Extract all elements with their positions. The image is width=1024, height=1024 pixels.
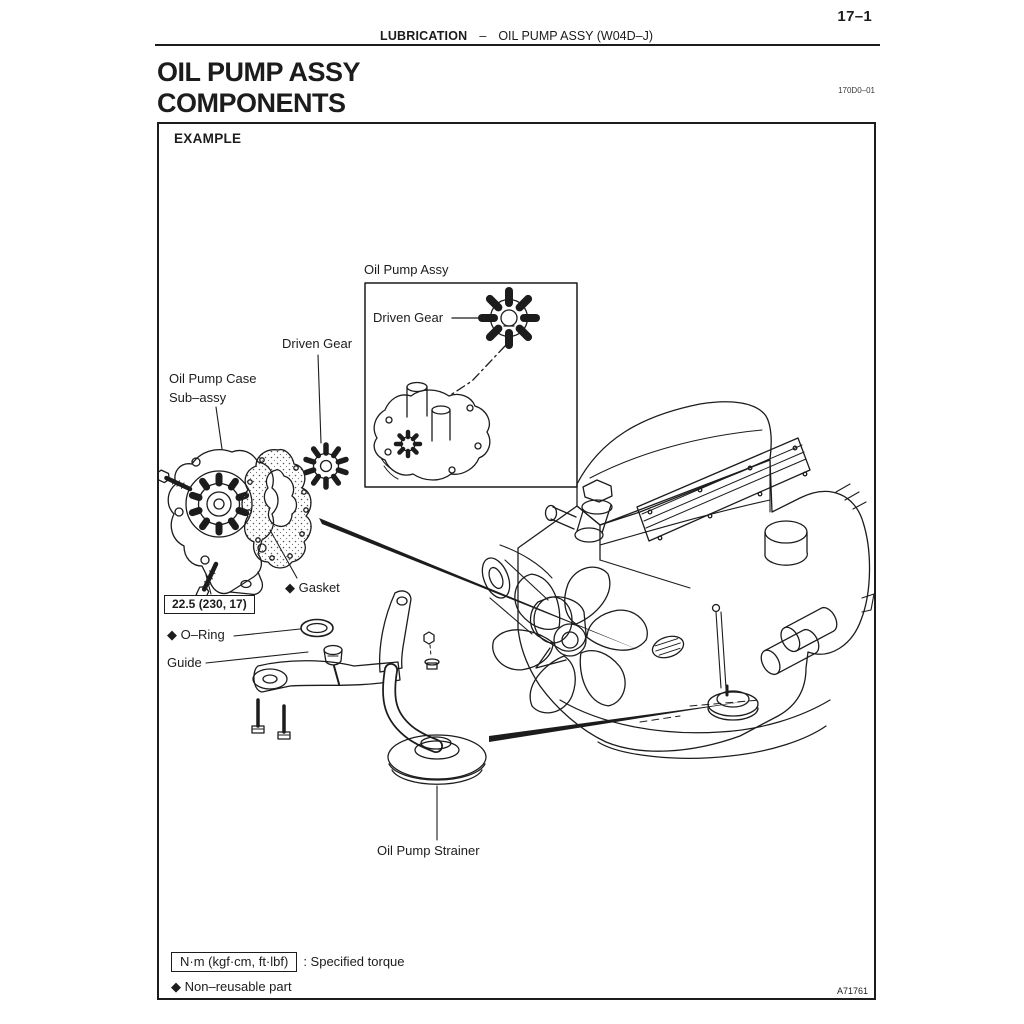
doc-code: 170D0–01 bbox=[838, 86, 875, 95]
strainer-drawing bbox=[251, 590, 487, 785]
section-title: COMPONENTS bbox=[157, 88, 346, 118]
strainer-label: Oil Pump Strainer bbox=[377, 843, 480, 858]
gasket-drawing bbox=[241, 448, 312, 569]
mount-pad-drawing bbox=[707, 684, 759, 721]
header-section: LUBRICATION bbox=[379, 29, 468, 43]
torque-caption: : Specified torque bbox=[303, 954, 405, 969]
driven-gear-drawing bbox=[306, 442, 346, 487]
inset-title-label: Oil Pump Assy bbox=[364, 262, 449, 277]
figure-frame bbox=[157, 122, 876, 1000]
example-label: EXAMPLE bbox=[174, 131, 242, 146]
page-title: OIL PUMP ASSY bbox=[157, 57, 361, 87]
manifold-drawing bbox=[636, 437, 811, 542]
running-header: LUBRICATION–OIL PUMP ASSY (W04D–J) bbox=[157, 29, 876, 43]
oil-pump-case-label: Oil Pump Case Sub–assy bbox=[169, 369, 256, 407]
page-number: 17–1 bbox=[837, 8, 872, 25]
guide-drawing bbox=[323, 644, 343, 685]
header-topic: OIL PUMP ASSY (W04D–J) bbox=[498, 29, 653, 43]
pointer-to-engine-strainer-location bbox=[489, 701, 748, 742]
case-bolt-upper bbox=[157, 469, 193, 492]
engine-illustration bbox=[481, 401, 875, 759]
o-ring-label: ◆ O–Ring bbox=[167, 627, 225, 642]
inset-box bbox=[364, 282, 578, 488]
oil-pump-case-label-line1: Oil Pump Case bbox=[169, 371, 257, 386]
components-illustration bbox=[157, 282, 875, 841]
figure-code: A71761 bbox=[836, 986, 868, 996]
header-rule bbox=[155, 44, 880, 46]
torque-spec-box: 22.5 (230, 17) bbox=[164, 595, 255, 614]
driven-gear-label: Driven Gear bbox=[282, 336, 353, 351]
guide-label: Guide bbox=[167, 655, 202, 670]
o-ring-drawing bbox=[300, 618, 334, 638]
torque-legend: N·m (kgf·cm, ft·lbf) : Specified torque bbox=[171, 952, 405, 972]
fan-drawing bbox=[486, 566, 654, 714]
inset-driven-gear-drawing bbox=[482, 287, 536, 345]
oil-pump-case-label-line2: Sub–assy bbox=[169, 390, 227, 405]
inset-pump-body-drawing bbox=[373, 381, 491, 481]
header-dash: – bbox=[479, 29, 487, 43]
non-reusable-legend: ◆ Non–reusable part bbox=[171, 979, 292, 994]
gasket-label: ◆ Gasket bbox=[285, 580, 340, 595]
inset-driven-gear-label: Driven Gear bbox=[373, 310, 444, 325]
torque-unit-box: N·m (kgf·cm, ft·lbf) bbox=[171, 952, 298, 972]
pointer-to-engine-pump-location bbox=[319, 518, 644, 652]
water-outlet-drawing bbox=[544, 479, 613, 543]
